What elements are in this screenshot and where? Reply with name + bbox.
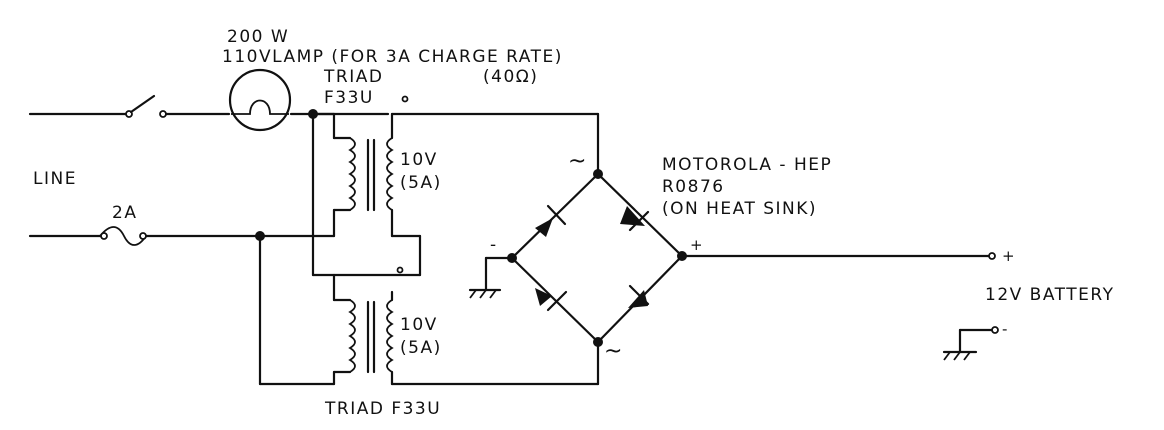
lamp-power-label: 200 W (227, 27, 289, 47)
secondary-bottom-voltage: 10V (400, 315, 438, 335)
bottom-line-wire (28, 226, 336, 246)
lamp-description-label: 110VLAMP (FOR 3A CHARGE RATE) (222, 47, 563, 67)
fuse-symbol (100, 232, 147, 240)
top-line-wire (28, 94, 390, 118)
bridge-plus-label: + (690, 236, 703, 254)
transformer-bottom (332, 273, 394, 386)
bridge-model-line3: (ON HEAT SINK) (662, 199, 817, 219)
transformer-top (311, 112, 422, 277)
bridge-ground (468, 256, 514, 299)
transformer-top-model: F33U (324, 88, 374, 108)
lamp-resistance-label: (40Ω) (483, 67, 538, 87)
battery-negative-terminal[interactable] (991, 326, 999, 334)
ac-bottom-label: ~ (604, 339, 622, 364)
bridge-model-line2: R0876 (662, 177, 725, 197)
battery-plus-label: + (1002, 247, 1015, 265)
diode-lower-right (628, 284, 650, 308)
diode-upper-left (535, 204, 567, 237)
secondary-top-voltage: 10V (400, 150, 438, 170)
battery-positive-terminal[interactable] (988, 252, 996, 260)
bridge-model-line1: MOTOROLA - HEP (662, 155, 832, 175)
transformer-top-brand: TRIAD (323, 67, 383, 87)
ac-top-label: ~ (568, 149, 586, 174)
transformer-bottom-label: TRIAD F33U (324, 399, 441, 419)
polarity-dot-upper (401, 95, 409, 103)
battery-minus-label: - (1002, 320, 1007, 338)
diode-upper-right (620, 206, 650, 232)
secondary-top-current: (5A) (400, 173, 442, 193)
battery-label: 12V BATTERY (985, 285, 1114, 305)
secondary-bottom-current: (5A) (400, 338, 442, 358)
diode-lower-left (535, 288, 568, 312)
battery-negative-ground (942, 328, 994, 361)
lamp-symbol (228, 68, 292, 132)
line-label: LINE (33, 169, 77, 189)
polarity-dot-lower (396, 266, 404, 274)
bridge-rectifier (507, 169, 687, 347)
fuse-label: 2A (112, 203, 137, 223)
bridge-minus-label: - (490, 235, 498, 255)
